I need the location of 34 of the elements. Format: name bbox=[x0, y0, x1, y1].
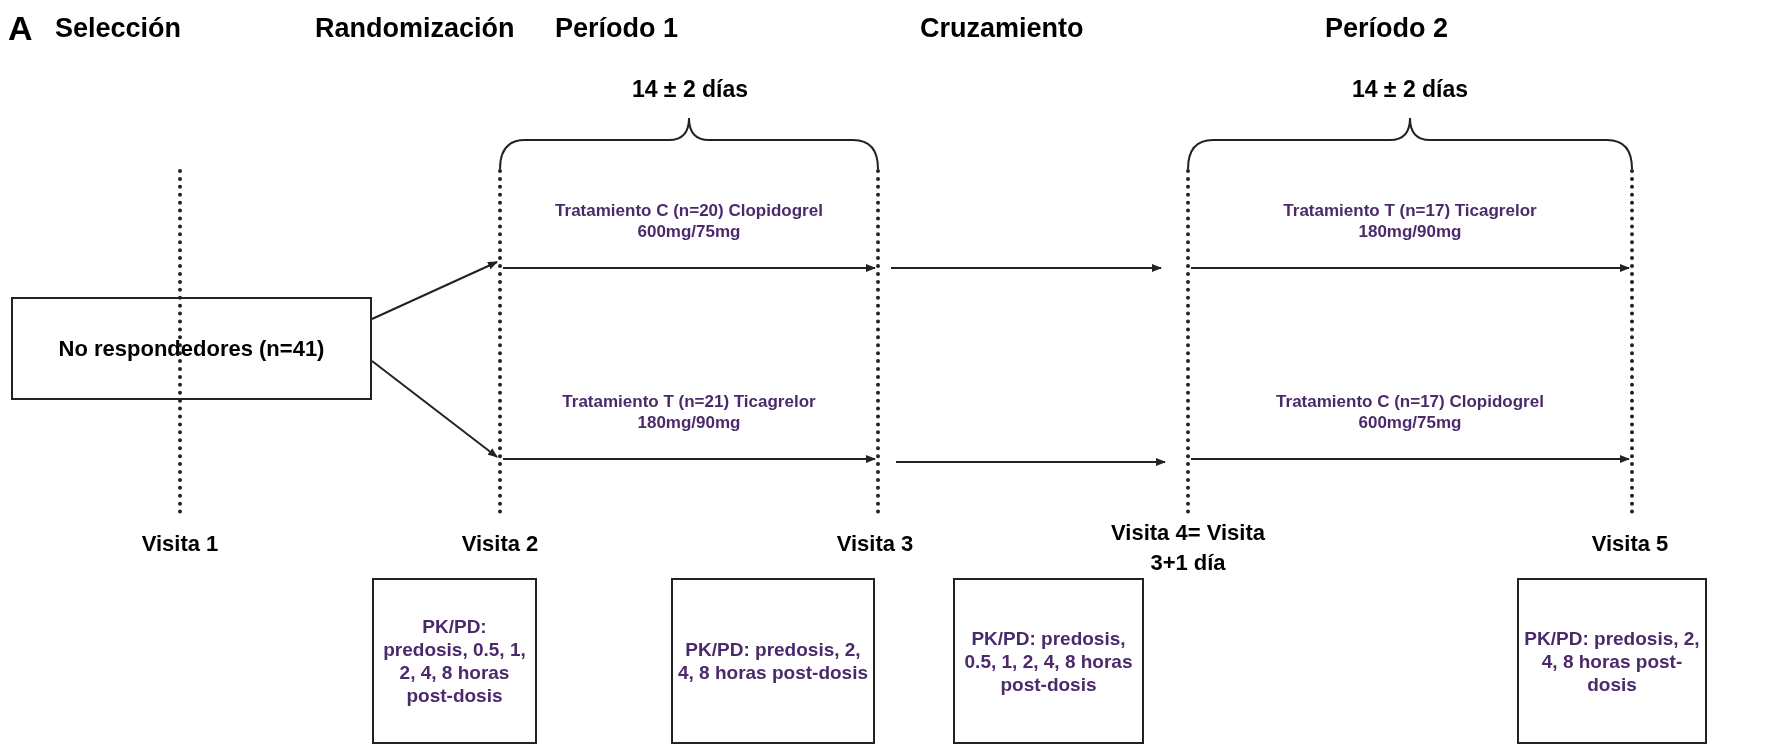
visit-line bbox=[876, 169, 880, 514]
visit-label: Visita 2 bbox=[460, 530, 540, 558]
pk-pd-box: PK/PD: predosis, 2, 4, 8 horas post-dosis bbox=[1517, 578, 1707, 744]
arrow bbox=[890, 264, 1162, 272]
edge-label: Tratamiento C (n=20) Clopidogrel 600mg/75mg bbox=[554, 200, 824, 242]
group-box: No respondedores (n=41) bbox=[11, 297, 372, 400]
visit-label: Visita 5 bbox=[1590, 530, 1670, 558]
arrow bbox=[371, 360, 498, 458]
arrow bbox=[371, 261, 498, 320]
pk-pd-box: PK/PD: predosis, 0.5, 1, 2, 4, 8 horas post-dosis bbox=[372, 578, 537, 744]
edge-label: Tratamiento T (n=21) Ticagrelor 180mg/90mg bbox=[561, 391, 817, 433]
phase-heading: Período 2 bbox=[1325, 12, 1450, 45]
arrow bbox=[1190, 264, 1630, 272]
phase-heading: Cruzamiento bbox=[920, 12, 1085, 45]
duration-label: 14 ± 2 días bbox=[630, 75, 750, 104]
visit-label: Visita 1 bbox=[140, 530, 220, 558]
phase-heading: Randomización bbox=[315, 12, 516, 45]
visit-label: Visita 3 bbox=[835, 530, 915, 558]
arrow bbox=[502, 264, 876, 272]
phase-heading: Selección bbox=[55, 12, 183, 45]
pk-pd-box: PK/PD: predosis, 2, 4, 8 horas post-dosis bbox=[671, 578, 875, 744]
phase-heading: Período 1 bbox=[555, 12, 680, 45]
arrow bbox=[502, 455, 876, 463]
visit-line bbox=[1186, 169, 1190, 514]
visit-line bbox=[1630, 169, 1634, 514]
panel-letter: A bbox=[8, 8, 34, 48]
arrow bbox=[1190, 455, 1630, 463]
pk-pd-box: PK/PD: predosis, 0.5, 1, 2, 4, 8 horas post-dosis bbox=[953, 578, 1144, 744]
edge-label: Tratamiento C (n=17) Clopidogrel 600mg/75mg bbox=[1275, 391, 1545, 433]
visit-line bbox=[498, 169, 502, 514]
duration-label: 14 ± 2 días bbox=[1350, 75, 1470, 104]
visit-label: Visita 4= Visita 3+1 día bbox=[1110, 519, 1266, 577]
edge-label: Tratamiento T (n=17) Ticagrelor 180mg/90mg bbox=[1282, 200, 1538, 242]
arrow bbox=[895, 458, 1166, 466]
